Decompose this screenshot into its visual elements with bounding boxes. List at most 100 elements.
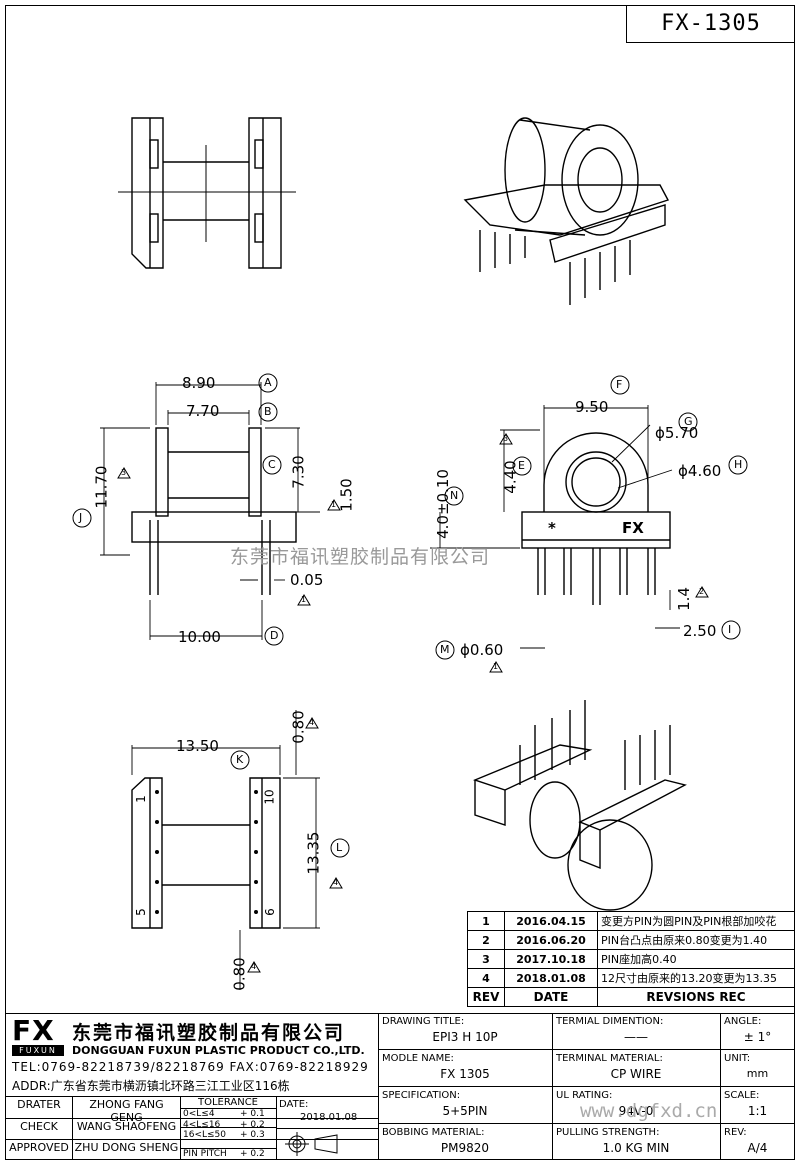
rev-mark-4c: 4 [251, 962, 257, 971]
isometric-view-top [463, 117, 670, 305]
projection-symbol [285, 1132, 338, 1156]
dim-i: 2.50 [683, 622, 717, 640]
company-name-en: DONGGUAN FUXUN PLASTIC PRODUCT CO.,LTD. [72, 1044, 365, 1057]
bobbin-material-label: BOBBING MATERIAL: [382, 1127, 485, 1138]
company-address: ADDR:广东省东莞市横沥镇北环路三江工业区116栋 [12, 1079, 290, 1093]
callout-circles [72, 373, 748, 858]
side-view [430, 405, 680, 649]
tolerance-value: + 0.3 [240, 1130, 265, 1140]
rev-mark-4b: 4 [333, 878, 339, 887]
revision-header-row: REV DATE REVSIONS REC [467, 987, 795, 1007]
signoff-role: APPROVED [9, 1141, 69, 1154]
dim-080-bottom: 0.80 [230, 957, 249, 991]
drawing-views [72, 117, 748, 990]
dim-c: 7.30 [289, 455, 308, 489]
callout-j: J [79, 511, 83, 524]
terminal-dimension-value: —— [624, 1030, 648, 1044]
terminal-dimension-label: TERMIAL DIMENTION: [556, 1016, 664, 1027]
callout-g: G [684, 415, 693, 428]
rev-value: A/4 [747, 1141, 768, 1155]
pin-label-1: 1 [133, 795, 148, 803]
pin-label-6: 6 [262, 908, 277, 916]
rev-mark-1b: 1 [301, 595, 307, 604]
dim-h: ϕ4.60 [678, 462, 722, 480]
callout-f: F [616, 378, 623, 391]
dim-k: 13.50 [176, 737, 219, 755]
fx-mark: FX [622, 519, 644, 537]
rev-label: REV: [724, 1127, 747, 1138]
rev-mark-3a: 3 [121, 468, 127, 477]
terminal-material-label: TERMINAL MATERIAL: [556, 1053, 663, 1064]
revision-triangles [117, 433, 709, 973]
callout-b: B [264, 405, 272, 418]
pin-label-10: 10 [262, 789, 277, 805]
dim-080-top: 0.80 [289, 710, 308, 744]
callout-k: K [236, 753, 244, 766]
dim-b: 7.70 [186, 402, 220, 420]
tolerance-value: + 0.2 [240, 1149, 265, 1159]
dim-m: ϕ0.60 [460, 641, 504, 659]
dim-f: 9.50 [575, 398, 609, 416]
dim-d: 10.00 [178, 628, 221, 646]
dim-l: 13.35 [304, 831, 323, 875]
rev-mark-3b: 3 [503, 434, 509, 443]
tolerance-range: 16<L≤50 [183, 1130, 227, 1140]
bobbin-material-value: PM9820 [440, 1141, 490, 1155]
dim-a: 8.90 [182, 374, 216, 392]
tolerance-range: 0<L≤4 [183, 1109, 215, 1119]
callout-d: D [270, 629, 279, 642]
specification-label: SPECIFICATION: [382, 1090, 461, 1101]
dim-14: 1.4 [674, 587, 693, 611]
dim-g: ϕ5.70 [655, 424, 699, 442]
watermark-text: 东莞市福讯塑胶制品有限公司 [230, 546, 491, 568]
specification-value: 5+5PIN [442, 1104, 488, 1118]
dimension-labels: 8.90 7.70 7.30 11.70 1.50 0.05 10.00 9.5… [79, 374, 743, 991]
angle-value: ± 1° [743, 1030, 772, 1044]
tolerance-range: 4<L≤16 [183, 1120, 221, 1130]
rev-mark-1a: 1 [331, 500, 337, 509]
drawing-title-label: DRAWING TITLE: [382, 1016, 465, 1027]
rev-mark-2: 2 [699, 587, 705, 596]
signoff-role: CHECK [20, 1120, 58, 1133]
scale-value: 1:1 [747, 1104, 768, 1118]
angle-label: ANGLE: [724, 1016, 762, 1027]
signoff-name: WANG SHAOFENG [76, 1120, 177, 1133]
callout-a: A [264, 376, 272, 389]
dim-j: 11.70 [92, 465, 111, 509]
date-value: 2018.01.08 [300, 1112, 358, 1123]
tolerance-value: + 0.1 [240, 1109, 265, 1119]
company-tel: TEL:0769-82218739/82218769 FAX:0769-8221… [12, 1060, 369, 1074]
ul-rating-label: UL RATING: [556, 1090, 613, 1101]
signoff-name: ZHONG FANG GENG [89, 1098, 164, 1124]
scale-label: SCALE: [724, 1090, 760, 1101]
ul-rating-value: 94V-0 [618, 1104, 654, 1118]
unit-label: UNIT: [724, 1053, 751, 1064]
front-view [100, 382, 320, 640]
pulling-strength-value: 1.0 KG MIN [602, 1141, 670, 1155]
callout-n: N [450, 489, 459, 502]
company-name-cn: 东莞市福讯塑胶制品有限公司 [72, 1022, 346, 1044]
callout-e: E [518, 459, 525, 472]
pulling-strength-label: PULLING STRENGTH: [556, 1127, 660, 1138]
callout-i: I [728, 623, 732, 636]
callout-h: H [734, 458, 743, 471]
dim-n: 4.0±0.10 [433, 469, 452, 539]
part-number: FX-1305 [626, 5, 795, 43]
company-logo: FX [12, 1014, 55, 1047]
terminal-material-value: CP WIRE [610, 1067, 662, 1081]
drawing-frame [5, 5, 795, 1160]
polarity-star: * [548, 519, 556, 537]
signoff-name: ZHU DONG SHENG [74, 1141, 179, 1154]
model-name-label: MODLE NAME: [382, 1053, 454, 1064]
bottom-view [131, 710, 320, 990]
rev-mark-4a: 4 [309, 718, 315, 727]
model-name-value: FX 1305 [440, 1067, 490, 1081]
callout-l: L [336, 841, 343, 854]
dim-005: 0.05 [290, 571, 324, 589]
signoff-role: DRATER [17, 1098, 61, 1111]
